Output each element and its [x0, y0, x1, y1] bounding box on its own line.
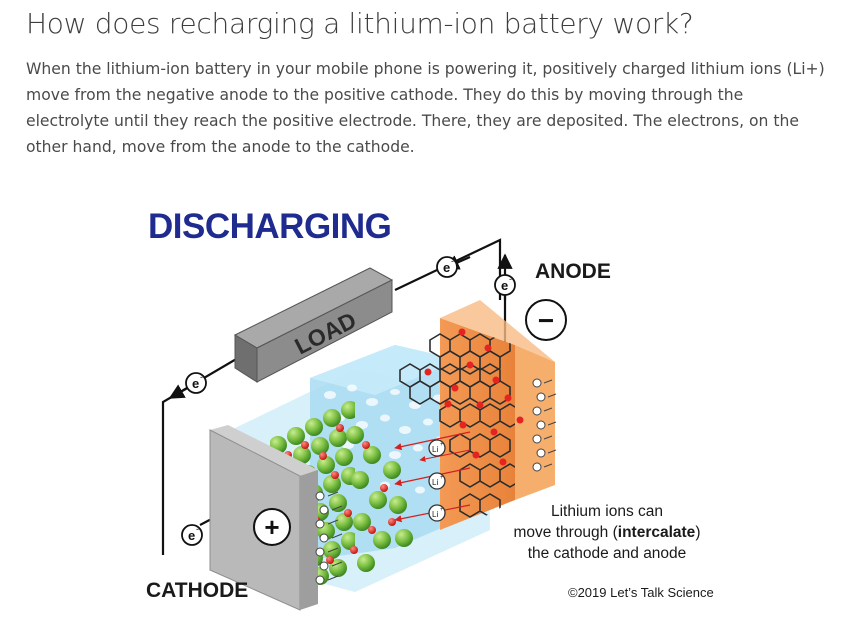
cathode-particles-front [346, 426, 413, 572]
positive-terminal-icon: + [253, 508, 291, 546]
svg-text:−: − [538, 305, 554, 336]
svg-text:+: + [264, 512, 279, 542]
svg-text:the cathode and anode: the cathode and anode [528, 545, 687, 562]
anode-electrons [532, 378, 546, 472]
electron-marker: e - [185, 372, 207, 394]
page-title: How does recharging a lithium-ion batter… [26, 7, 694, 40]
svg-text:-: - [451, 256, 454, 266]
svg-text:-: - [509, 274, 512, 284]
svg-text:Li: Li [432, 445, 438, 454]
diagram-title: DISCHARGING [148, 207, 391, 246]
load-block [233, 267, 394, 383]
copyright-notice: ©2019 Let’s Talk Science [568, 585, 714, 600]
cathode-label: CATHODE [146, 579, 248, 602]
svg-text:Lithium ions can: Lithium ions can [551, 503, 663, 520]
electron-marker: e - [181, 524, 203, 546]
electron-marker: e - [436, 256, 458, 278]
svg-text:Li: Li [432, 478, 438, 487]
cathode-electron-arrows [327, 491, 343, 581]
svg-text:+: + [440, 507, 444, 513]
svg-text:+: + [440, 475, 444, 481]
negative-terminal-icon: − [525, 299, 567, 341]
graphite-layers [399, 333, 515, 518]
anode-label: ANODE [535, 260, 611, 283]
intro-paragraph: When the lithium-ion battery in your mob… [26, 60, 825, 156]
svg-text:-: - [200, 372, 203, 382]
anode-lithium-ions [424, 328, 524, 466]
svg-text:+: + [440, 442, 444, 448]
intercalation-caption: Lithium ions can move through (intercala… [514, 503, 701, 562]
lithium-ion-marker: Li + [428, 504, 446, 522]
svg-text:e: e [192, 376, 199, 391]
electron-marker: e - [494, 274, 516, 296]
svg-text:e: e [188, 528, 195, 543]
anode-electron-arrows [543, 379, 557, 468]
lithium-ion-marker: Li + [428, 472, 446, 490]
svg-text:e: e [443, 260, 450, 275]
svg-text:-: - [196, 524, 199, 534]
svg-text:Li: Li [432, 510, 438, 519]
lithium-ion-marker: Li + [428, 439, 446, 457]
cathode-electrons [315, 491, 329, 585]
svg-text:e: e [501, 278, 508, 293]
svg-text:move through (intercalate): move through (intercalate) [514, 524, 701, 541]
